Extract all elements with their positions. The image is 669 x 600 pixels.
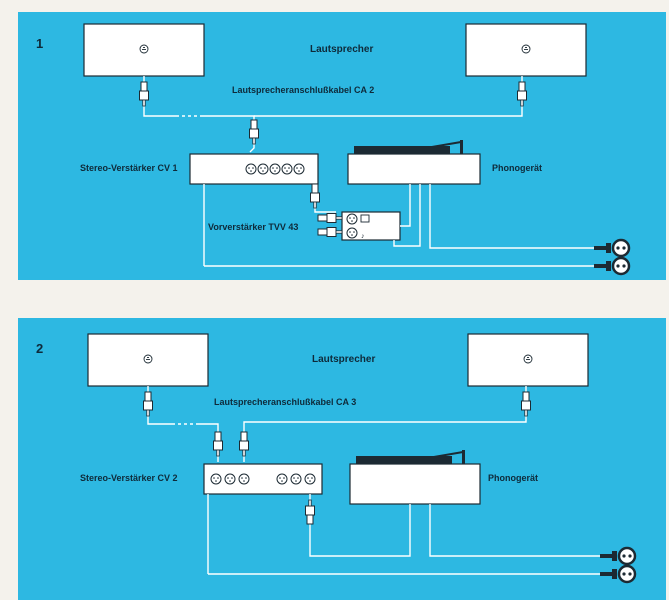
din-socket-icon xyxy=(290,473,302,485)
panel-2-number: 2 xyxy=(36,341,43,356)
din-socket-icon xyxy=(346,227,358,239)
din-socket-icon xyxy=(304,473,316,485)
speaker-right-2 xyxy=(467,333,589,387)
speaker-right-1 xyxy=(465,23,587,77)
panel-1: 1 Lautsprecher Lautsprecheranschlußkabel… xyxy=(18,12,666,280)
amplifier-1 xyxy=(189,153,319,185)
preamp-1: ♪ xyxy=(341,211,401,241)
din-socket-icon xyxy=(281,163,293,175)
speaker-cable-2 xyxy=(147,386,527,462)
cable-label-1: Lautsprecheranschlußkabel CA 2 xyxy=(232,85,374,95)
phono-2 xyxy=(349,450,481,505)
din-socket-icon xyxy=(257,163,269,175)
speaker-label-1: Lautsprecher xyxy=(310,44,373,55)
speaker-left-2 xyxy=(87,333,209,387)
preamp-label-1: Vorverstärker TVV 43 xyxy=(208,222,298,232)
din-socket-icon xyxy=(245,163,257,175)
din-socket-icon xyxy=(346,213,358,225)
din-socket-icon xyxy=(210,473,222,485)
din-socket-icon xyxy=(276,473,288,485)
svg-text:♪: ♪ xyxy=(361,233,365,240)
amp-label-2: Stereo-Verstärker CV 2 xyxy=(80,473,178,483)
phono-label-1: Phonogerät xyxy=(492,163,542,173)
panel-2: 2 Lautsprecher Lautsprecheranschlußkabel… xyxy=(18,318,666,600)
din-socket-icon xyxy=(238,473,250,485)
phono-1 xyxy=(347,140,481,185)
panel-1-number: 1 xyxy=(36,36,43,51)
turntable-icon xyxy=(356,450,465,464)
amplifier-2 xyxy=(203,463,323,495)
speaker-left-1 xyxy=(83,23,205,77)
cable-label-2: Lautsprecheranschlußkabel CA 3 xyxy=(214,397,356,407)
turntable-icon xyxy=(354,140,463,154)
din-socket-icon xyxy=(293,163,305,175)
wiring-2 xyxy=(207,494,600,575)
din-socket-icon xyxy=(269,163,281,175)
amp-label-1: Stereo-Verstärker CV 1 xyxy=(80,163,178,173)
phono-label-2: Phonogerät xyxy=(488,473,538,483)
din-socket-icon xyxy=(224,473,236,485)
speaker-label-2: Lautsprecher xyxy=(312,354,375,365)
